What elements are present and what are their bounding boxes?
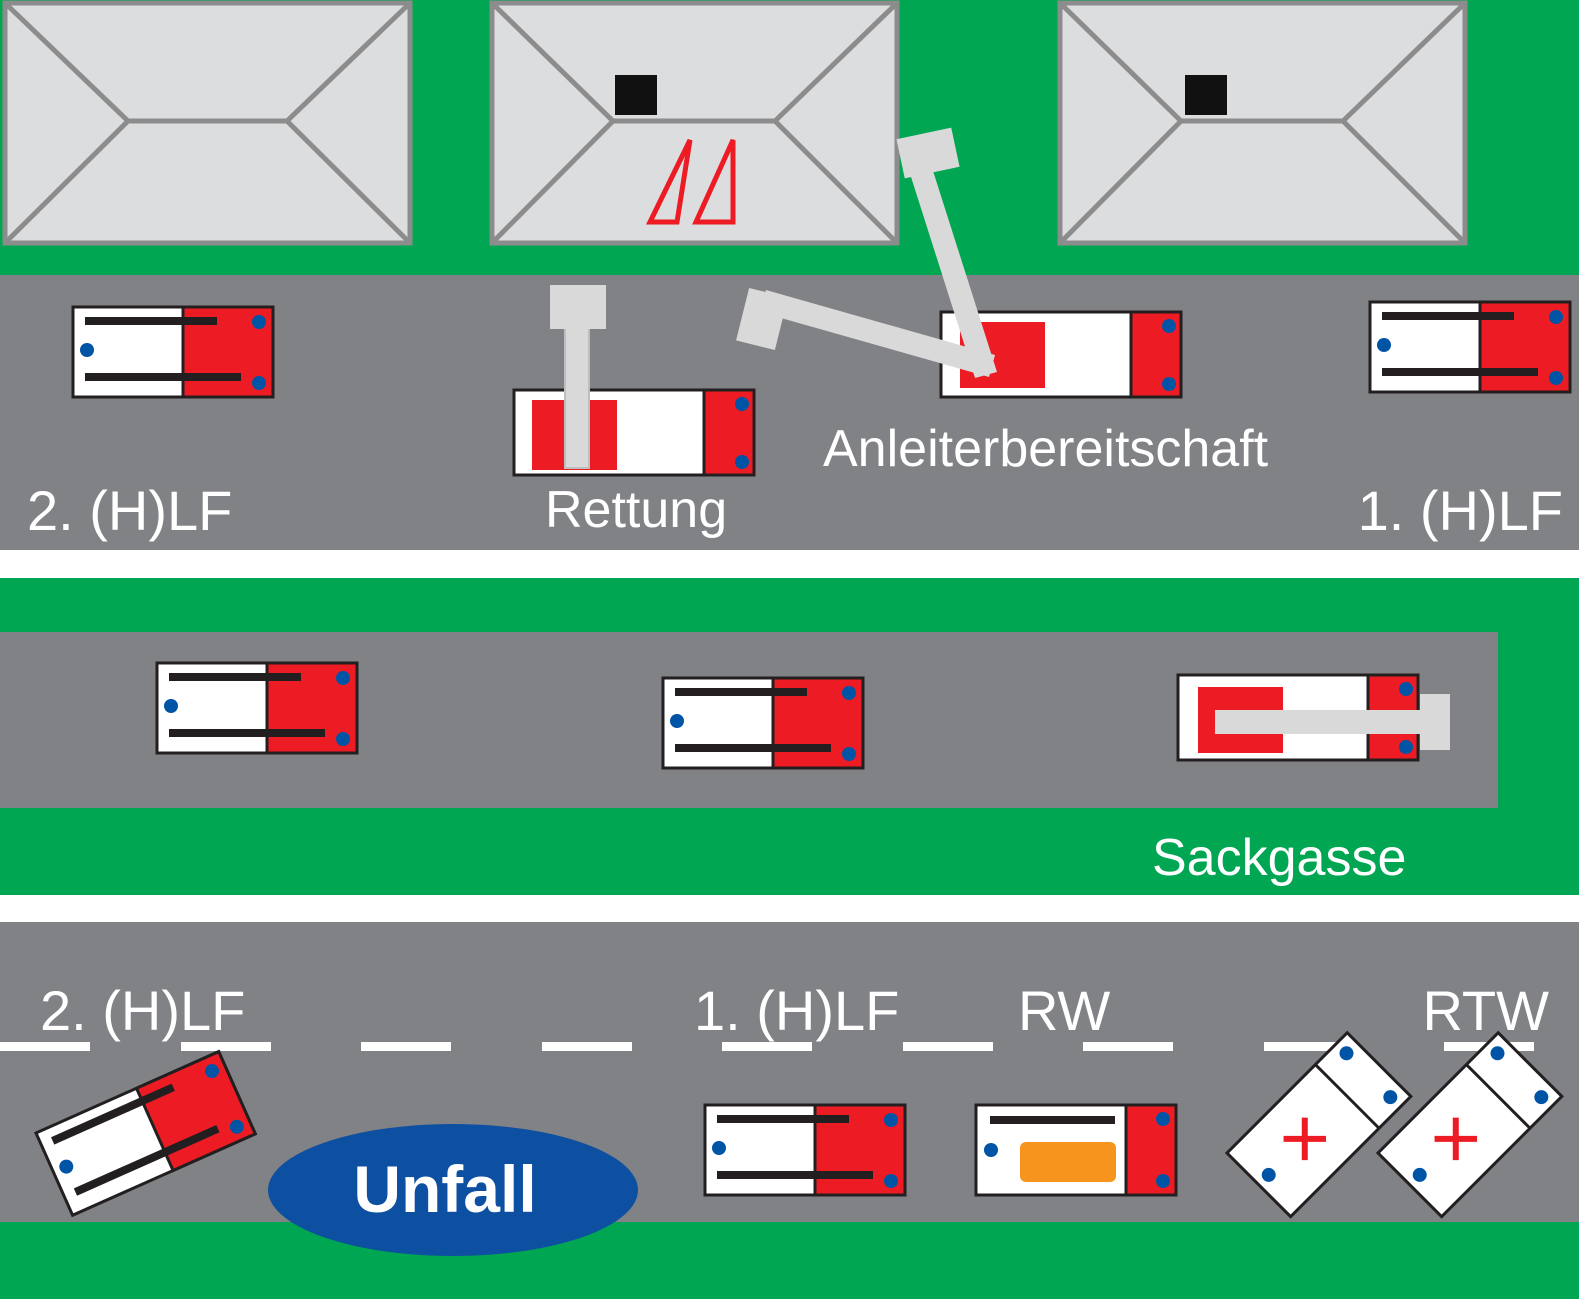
label-second-hlf: 2. (H)LF	[27, 479, 232, 542]
label-first-hlf: 1. (H)LF	[694, 979, 899, 1042]
bottom-panel: Unfall 2. (H)LF 1. (H)LF RW RTW	[0, 922, 1579, 1299]
middle-panel: Sackgasse	[0, 578, 1579, 895]
label-second-hlf: 2. (H)LF	[40, 979, 245, 1042]
lane-markings	[0, 1042, 1534, 1051]
label-ladder-standby: Anleiterbereitschaft	[823, 420, 1269, 478]
building-roof-2	[489, 0, 900, 246]
fire-engine-hlf-1	[703, 1103, 907, 1197]
fire-icon	[645, 138, 736, 225]
fire-engine-hlf	[661, 676, 865, 770]
top-panel: 2. (H)LF Rettung Anleiterbereitschaft 1.…	[0, 0, 1579, 550]
bottom-grass	[0, 1222, 1579, 1299]
turntable-ladder-standby	[736, 127, 1183, 399]
label-rescue: Rettung	[545, 481, 727, 539]
accident-label: Unfall	[353, 1152, 536, 1226]
label-rw: RW	[1018, 979, 1110, 1042]
fire-engine-hlf	[155, 661, 359, 755]
label-first-hlf: 1. (H)LF	[1358, 479, 1563, 542]
ladder-icon	[905, 152, 997, 378]
label-dead-end: Sackgasse	[1152, 829, 1406, 887]
chimney-icon	[615, 75, 657, 115]
fire-engine-hlf-1	[1368, 300, 1572, 394]
fire-engine-hlf-2	[71, 305, 275, 399]
building-roof-1	[2, 0, 413, 246]
label-rtw: RTW	[1423, 979, 1550, 1042]
ladder-icon	[1215, 710, 1448, 734]
accident-marker: Unfall	[268, 1124, 638, 1256]
turntable-ladder-rescue	[512, 285, 756, 477]
building-roof-3	[1057, 0, 1468, 246]
turntable-ladder-parked	[1176, 673, 1450, 762]
rescue-vehicle-rw	[974, 1103, 1178, 1197]
ladder-icon	[760, 290, 995, 377]
chimney-icon	[1185, 75, 1227, 115]
